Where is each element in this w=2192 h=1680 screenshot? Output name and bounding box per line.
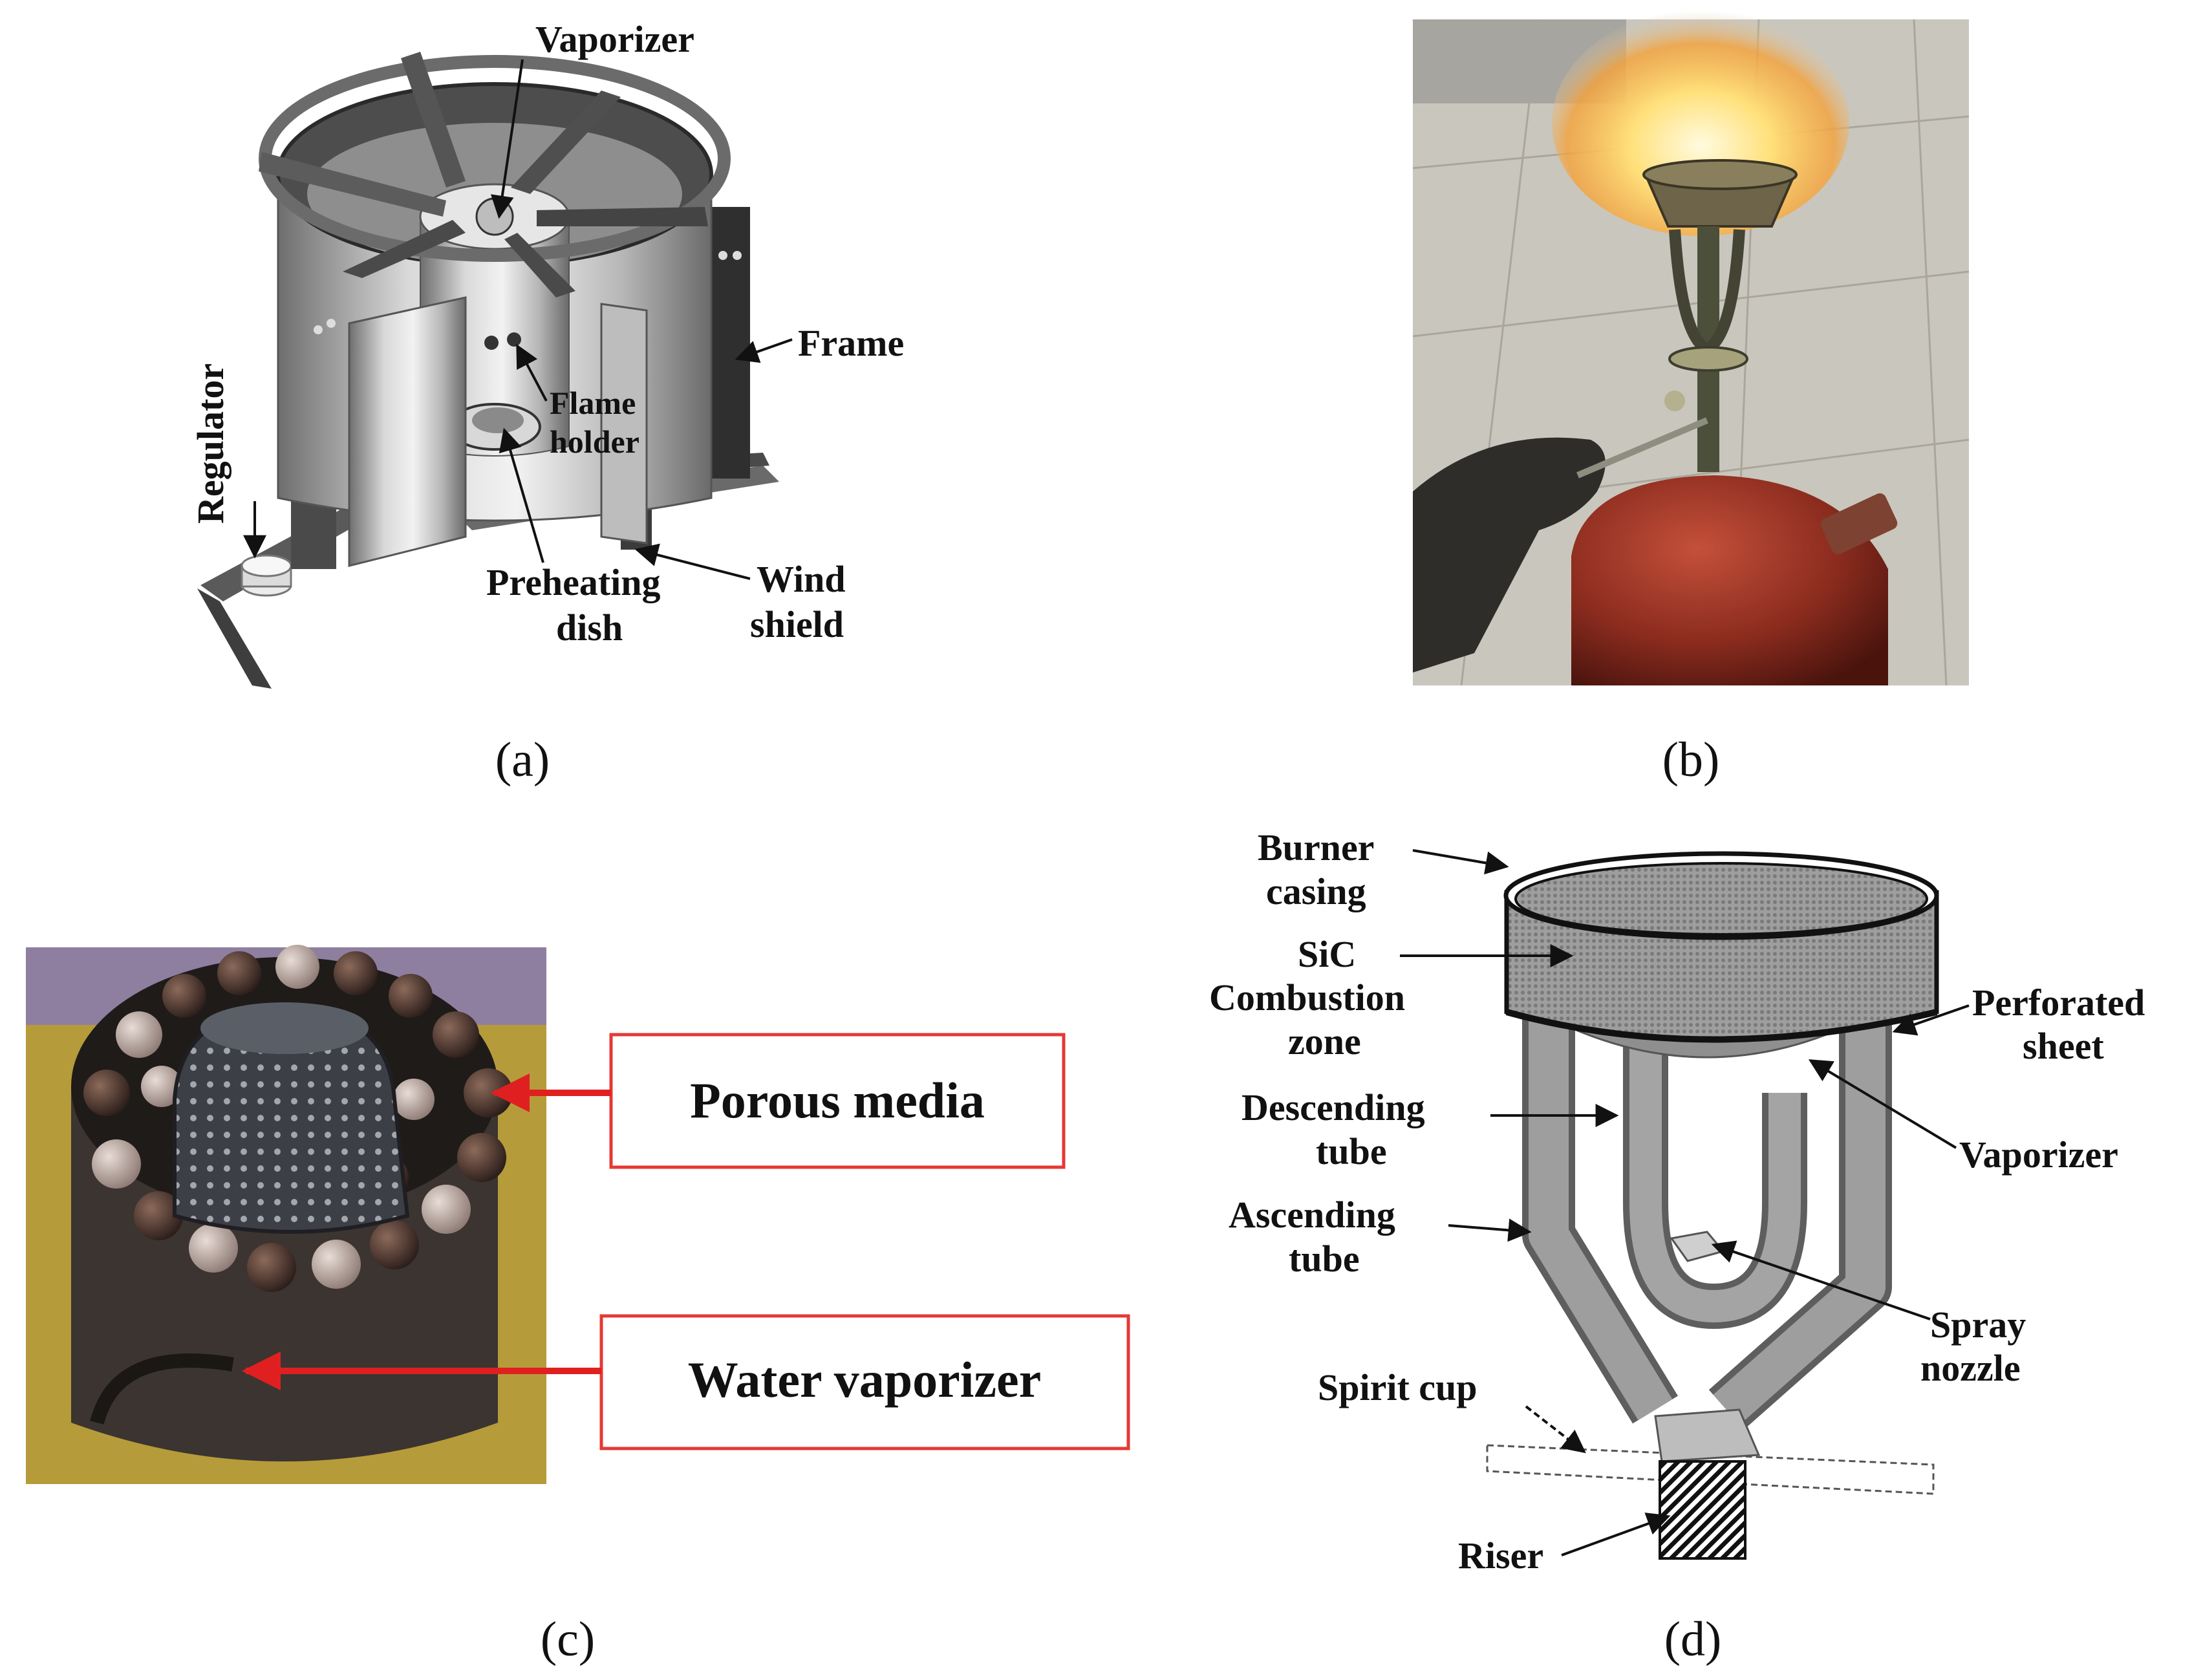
porous-media-callout-box: [609, 1033, 1066, 1169]
tank-handle: [1820, 493, 1898, 555]
caption-c: (c): [541, 1612, 595, 1666]
frame-hole: [733, 251, 742, 260]
tube-junction: [1654, 1408, 1761, 1463]
sic-top: [1514, 862, 1928, 936]
water-vaporizer-callout-box: [599, 1314, 1130, 1450]
panel-b: (b): [1412, 10, 1970, 787]
label-ascending-2: tube: [1289, 1238, 1360, 1280]
label-burner-casing-2: casing: [1266, 870, 1366, 912]
label-sic-1: SiC: [1298, 933, 1356, 975]
ring-spoke: [259, 152, 446, 217]
label-spray-2: nozzle: [1920, 1347, 2021, 1389]
label-spray-1: Spray: [1930, 1304, 2026, 1346]
label-regulator: Regulator: [189, 363, 231, 524]
ring-spoke: [343, 220, 466, 278]
ring-spoke: [537, 207, 708, 226]
ascending-tube-left-inner: [1529, 1009, 1673, 1421]
arrow-ascending: [1448, 1218, 1532, 1242]
caption-d: (d): [1664, 1612, 1722, 1666]
water-vaporizer-tube: [90, 1353, 234, 1425]
burner-cup-rim: [1642, 159, 1798, 190]
label-frame: Frame: [798, 322, 904, 364]
arrow-spray: [1711, 1240, 1931, 1320]
perforated-sheet: [1505, 1009, 1938, 1043]
arrow-flame-holder: [516, 343, 548, 402]
cap-top: [200, 1002, 369, 1054]
label-wind-2: shield: [750, 603, 844, 645]
label-preheating-1: Preheating: [486, 561, 661, 603]
label-sic-2: Combustion: [1209, 976, 1405, 1018]
vaporizer-hub: [475, 197, 514, 236]
label-porous-media: Porous media: [690, 1072, 985, 1128]
label-descending-2: tube: [1316, 1130, 1387, 1172]
panel-d: Burner casing SiC Combustion zone Perfor…: [1209, 826, 2145, 1666]
label-vaporizer: Vaporizer: [535, 18, 694, 60]
frame-hole: [327, 319, 336, 328]
label-descending-1: Descending: [1241, 1086, 1425, 1128]
caption-a: (a): [495, 733, 550, 787]
label-flame-holder-2: holder: [550, 424, 639, 460]
label-vaporizer-d: Vaporizer: [1959, 1134, 2118, 1176]
flame-holder-hole: [507, 332, 521, 347]
regulator-top: [241, 554, 292, 577]
frame-hole: [718, 251, 727, 260]
arrow-burner-casing: [1412, 849, 1509, 875]
preheating-dish-inner: [472, 407, 524, 433]
flame-holder-hole: [484, 336, 499, 350]
arrow-riser: [1561, 1513, 1671, 1556]
arrow-vaporizer-d: [1808, 1059, 1957, 1149]
frame-hole: [314, 325, 323, 334]
arrow-vaporizer: [490, 59, 524, 219]
gas-tank: [1571, 475, 1888, 685]
arrow-frame: [735, 338, 793, 363]
arrow-spirit-cup: [1525, 1405, 1586, 1454]
front-shield-plate: [600, 303, 648, 544]
label-perforated-2: sheet: [2023, 1025, 2104, 1067]
label-ascending-1: Ascending: [1229, 1194, 1395, 1236]
label-sic-3: zone: [1288, 1020, 1361, 1062]
ascending-tube-right-inner: [1713, 1009, 1886, 1425]
label-preheating-2: dish: [556, 607, 623, 649]
ring-spoke: [511, 91, 621, 194]
gloved-hand: [1413, 437, 1606, 673]
label-perforated-1: Perforated: [1972, 982, 2145, 1024]
arrow-preheating: [499, 427, 544, 563]
arrow-perforated: [1892, 1004, 1970, 1036]
regulator-valve: [1576, 417, 1708, 479]
valve-knob: [1664, 391, 1685, 411]
stove-base-rail: [197, 588, 272, 689]
label-spirit-cup: Spirit cup: [1318, 1366, 1477, 1408]
label-water-vaporizer: Water vaporizer: [688, 1352, 1042, 1408]
ring-spoke: [401, 52, 466, 188]
caption-b: (b): [1662, 733, 1720, 787]
label-burner-casing-1: Burner: [1258, 826, 1374, 868]
ring-spoke: [504, 233, 575, 297]
label-wind-1: Wind: [757, 558, 846, 600]
panel-c: Porous media Water vaporizer (c): [26, 945, 1130, 1666]
burner-ring: [1668, 346, 1748, 372]
riser: [1659, 1460, 1746, 1560]
front-shield-plate: [348, 296, 467, 567]
arrow-wind-shield: [634, 543, 751, 580]
label-riser: Riser: [1458, 1535, 1543, 1577]
descending-tube-loop-inner: [1629, 1009, 1801, 1323]
label-flame-holder-1: Flame: [550, 385, 636, 421]
panel-a: Vaporizer Frame Regulator Flame holder P…: [189, 18, 904, 787]
